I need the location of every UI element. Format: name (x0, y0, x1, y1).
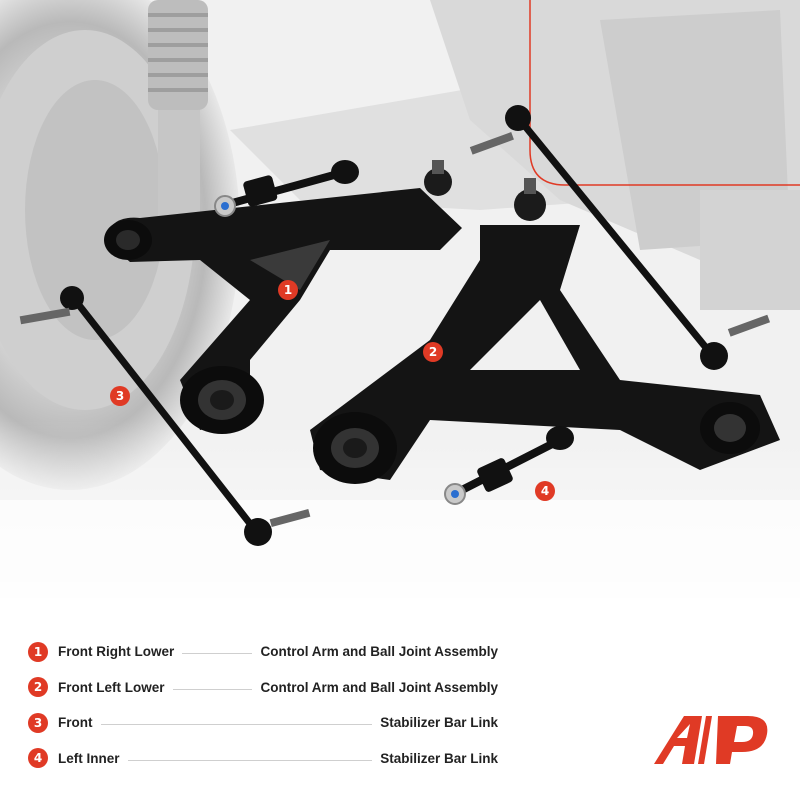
legend-number-badge: 3 (28, 712, 48, 733)
legend-row: 3 Front Stabilizer Bar Link (28, 705, 498, 741)
callout-4: 4 (535, 481, 555, 501)
legend-part-label: Control Arm and Ball Joint Assembly (260, 644, 498, 660)
legend-part-label: Stabilizer Bar Link (380, 750, 498, 766)
callout-3: 3 (110, 386, 130, 406)
leader-line (172, 688, 253, 690)
leader-line (182, 653, 253, 655)
legend-part-label: Stabilizer Bar Link (380, 715, 498, 731)
a-premium-logo-icon (654, 716, 768, 764)
parts-legend: 1 Front Right Lower Control Arm and Ball… (28, 634, 498, 776)
legend-position-label: Front Right Lower (58, 644, 175, 660)
legend-row: 4 Left Inner Stabilizer Bar Link (28, 741, 498, 777)
legend-number-badge: 2 (28, 677, 48, 698)
stabilizer-link-short-top (214, 160, 359, 217)
callout-2: 2 (423, 342, 443, 362)
legend-number-badge: 1 (28, 641, 48, 662)
legend-position-label: Front (58, 715, 93, 731)
stabilizer-link-left-inner (444, 426, 574, 505)
legend-row: 2 Front Left Lower Control Arm and Ball … (28, 670, 498, 706)
stabilizer-link-front-right (469, 105, 771, 370)
leader-line (127, 759, 373, 761)
legend-position-label: Front Left Lower (58, 679, 165, 695)
control-arm-front-left-lower (310, 178, 780, 484)
stabilizer-link-front (19, 286, 311, 546)
control-arm-front-right-lower (104, 160, 462, 434)
leader-line (100, 724, 373, 726)
background-car-suspension (0, 0, 800, 610)
product-photo: 1 2 3 4 (0, 0, 800, 610)
legend-row: 1 Front Right Lower Control Arm and Ball… (28, 634, 498, 670)
callout-1: 1 (278, 280, 298, 300)
legend-position-label: Left Inner (58, 750, 120, 766)
legend-number-badge: 4 (28, 748, 48, 769)
legend-part-label: Control Arm and Ball Joint Assembly (260, 679, 498, 695)
